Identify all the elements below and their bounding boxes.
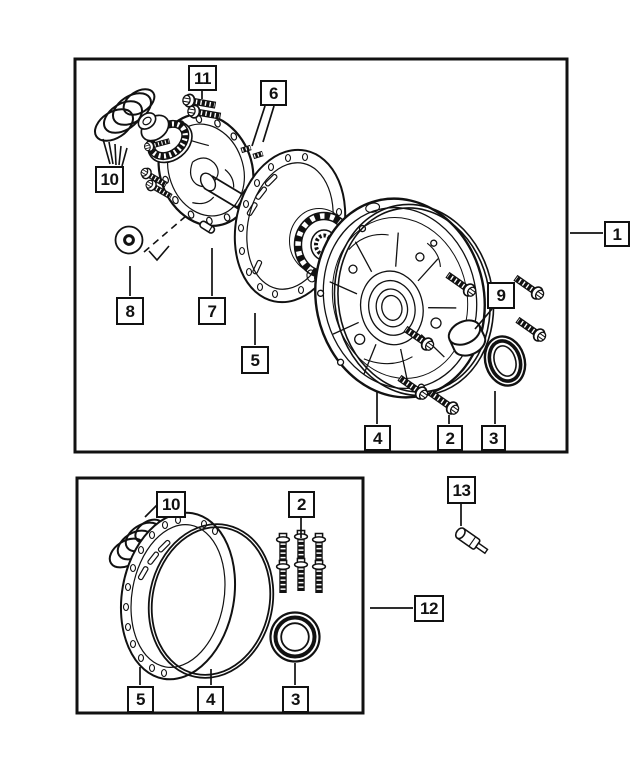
leader-lines [129, 91, 603, 685]
bolt-set-lower [277, 531, 326, 594]
callout-3-upper: 3 [481, 425, 506, 451]
bushing-icon [447, 319, 487, 357]
dowel-pin-icon [199, 220, 216, 234]
o-ring-lower-icon [147, 523, 275, 679]
callout-6: 6 [260, 80, 287, 106]
callout-12: 12 [414, 595, 444, 622]
callout-3-lower: 3 [282, 686, 309, 713]
upper-assembly-frame [73, 57, 569, 454]
callout-10-upper: 10 [95, 166, 124, 193]
bolt-icon [512, 273, 546, 302]
callout-2-lower: 2 [288, 491, 315, 518]
callout-2-upper: 2 [437, 425, 463, 451]
bolt-icon [313, 561, 326, 594]
bolt-icon [277, 561, 290, 594]
callout-4-lower: 4 [197, 686, 224, 713]
stud-pair-item6 [240, 144, 264, 160]
bolt-icon [295, 559, 308, 592]
lower-kit-frame [75, 476, 365, 715]
callout-13: 13 [447, 476, 476, 504]
check-valve-icon [454, 527, 489, 555]
gasket-lower-icon [119, 511, 237, 681]
seal-upper-icon [483, 335, 527, 387]
callout-7: 7 [198, 297, 226, 325]
callout-8: 8 [116, 297, 144, 325]
washer-icon [114, 225, 144, 255]
callout-1: 1 [604, 221, 630, 247]
retainer-hash-marks [102, 138, 128, 167]
seal-lower-icon [269, 611, 321, 663]
callout-9: 9 [487, 282, 515, 309]
callout-5-upper: 5 [241, 346, 269, 374]
callout-4-upper: 4 [364, 425, 391, 451]
callout-5-lower: 5 [127, 686, 154, 713]
callout-10-lower: 10 [156, 491, 186, 518]
alignment-dashes [143, 215, 187, 262]
callout-11: 11 [188, 65, 217, 91]
bolt-icon [427, 388, 461, 417]
bolt-icon [514, 315, 548, 344]
drum-hub-icon [137, 112, 193, 164]
